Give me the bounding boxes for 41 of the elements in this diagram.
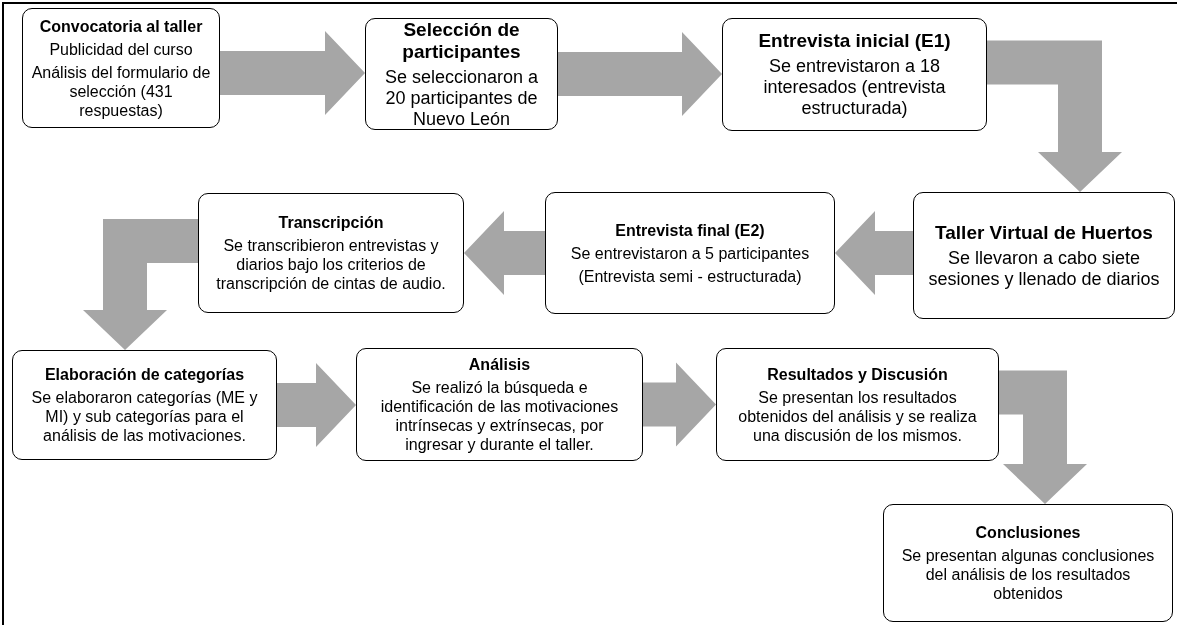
process-box [365,18,558,130]
step-heading: Selección de participantes [401,18,522,63]
step-description: Análisis del formulario de selección (431 respuestas) [31,62,211,120]
block-arrow [999,370,1087,504]
block-arrow [277,363,356,447]
step-description: Publicidad del curso [49,39,193,59]
step-description: Se realizó la búsqueda e identificación de las motivaciones intrínsecas y extrínsecas, por ingresar y durante el taller. [379,378,620,454]
process-box [913,192,1175,319]
step-description: Se presentan los resultados obtenidos del análisis y se realiza una discusión de los mismos. [737,387,978,445]
process-box [545,192,835,314]
step-description: Se transcribieron entrevistas y diarios bajo los criterios de transcripción de cintas de audio. [215,236,447,293]
step-heading: Entrevista inicial (E1) [758,30,951,52]
block-arrow [987,40,1122,192]
step-description: Se seleccionaron a 20 participantes de Nuevo León [383,66,540,130]
step-heading: Análisis [468,355,531,374]
step-description: Se entrevistaron a 18 interesados (entrevista estructurada) [762,56,947,119]
step-heading: Elaboración de categorías [44,365,245,384]
step-description: Se elaboraron categorías (ME y MI) y sub categorías para el análisis de las motivaciones. [30,388,259,445]
block-arrow [220,31,365,115]
step-description: Se llevaron a cabo siete sesiones y llenado de diarios [927,247,1161,290]
block-arrow [464,211,545,295]
process-box [716,348,999,461]
block-arrow [558,32,722,116]
step-heading: Transcripción [278,213,384,232]
step-description: Se entrevistaron a 5 participantes [570,243,810,263]
step-heading: Conclusiones [975,523,1081,542]
process-box [356,348,643,461]
step-heading: Entrevista final (E2) [615,220,765,240]
step-heading: Convocatoria al taller [39,16,203,36]
process-box [722,18,987,131]
step-description: (Entrevista semi - estructurada) [578,266,802,286]
process-box [12,350,277,460]
block-arrow [83,219,198,350]
process-box [22,8,220,128]
process-box [883,504,1173,622]
step-heading: Taller Virtual de Huertos [935,221,1153,244]
block-arrow [835,211,913,295]
step-description: Se presentan algunas conclusiones del análisis de los resultados obtenidos [900,546,1156,603]
process-box [198,193,464,313]
block-arrow [643,362,716,447]
step-heading: Resultados y Discusión [767,364,948,384]
